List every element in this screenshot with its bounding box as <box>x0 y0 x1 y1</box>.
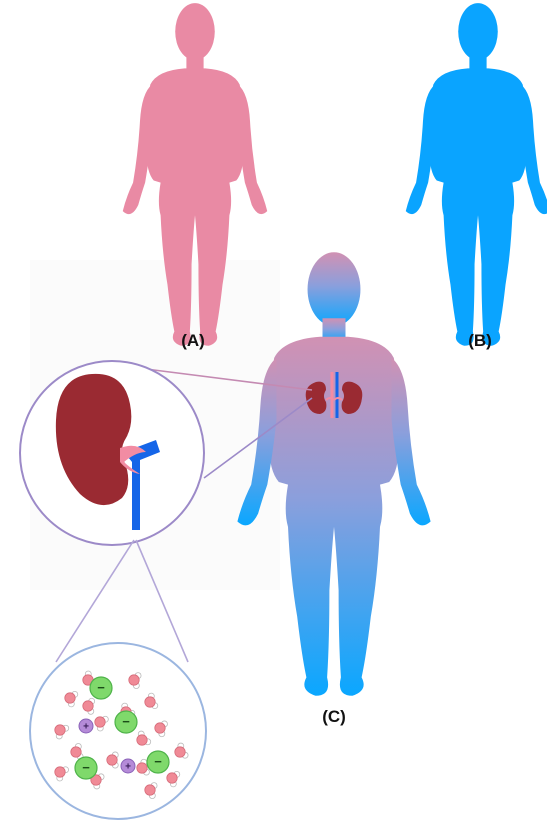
water-oxygen <box>55 725 65 735</box>
water-oxygen <box>155 723 165 733</box>
water-oxygen <box>145 697 155 707</box>
label-c: (C) <box>322 707 346 726</box>
water-oxygen <box>167 773 177 783</box>
anion-symbol: − <box>97 680 105 695</box>
water-oxygen <box>55 767 65 777</box>
water-oxygen <box>65 693 75 703</box>
label-a: (A) <box>181 331 205 350</box>
anion-symbol: − <box>154 754 162 769</box>
anion-symbol: − <box>82 760 90 775</box>
water-oxygen <box>175 747 185 757</box>
human-silhouette-blue <box>406 3 547 346</box>
water-oxygen <box>107 755 117 765</box>
water-oxygen <box>145 785 155 795</box>
cation-symbol: + <box>125 762 131 773</box>
water-oxygen <box>83 701 93 711</box>
water-oxygen <box>95 717 105 727</box>
anion-symbol: − <box>122 714 130 729</box>
water-oxygen <box>137 735 147 745</box>
cation-symbol: + <box>83 722 89 733</box>
water-oxygen <box>71 747 81 757</box>
water-oxygen <box>137 763 147 773</box>
water-oxygen <box>129 675 139 685</box>
label-b: (B) <box>468 331 492 350</box>
kidney-zoom-circle <box>20 361 204 545</box>
